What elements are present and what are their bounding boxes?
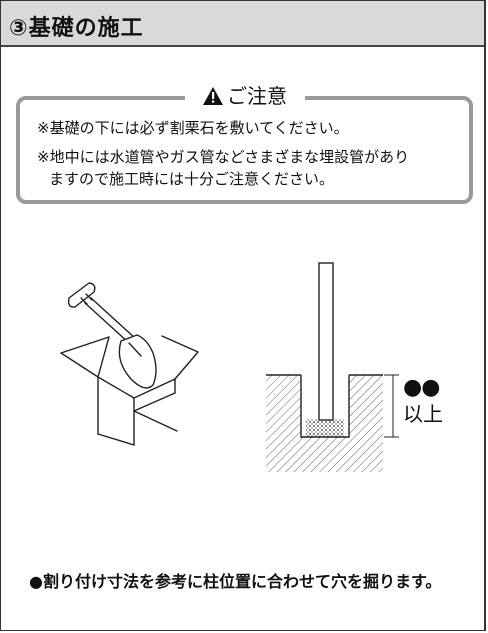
warning-icon: [203, 85, 223, 111]
depth-annotation: ●● 以上: [403, 376, 463, 428]
caution-line-1: ※基礎の下には必ず割栗石を敷いてください。: [37, 119, 349, 137]
post-hole-cross-section: [266, 262, 399, 472]
caution-title-text: ご注意: [227, 84, 287, 108]
shovel-digging-illustration: [60, 282, 199, 446]
depth-value-placeholder: ●●: [403, 375, 440, 400]
caution-line-2: ※地中には水道管やガス管などさまざまな埋設管があり: [37, 148, 410, 166]
caution-heading: ご注意: [185, 83, 305, 109]
depth-suffix: 以上: [403, 402, 443, 426]
instruction-note: ●割り付け寸法を参考に柱位置に合わせて穴を掘ります。: [29, 572, 442, 591]
section-title: ③基礎の施工: [9, 16, 144, 41]
section-header: ③基礎の施工: [1, 1, 484, 47]
caution-line-3: ますので施工時には十分ご注意ください。: [49, 170, 335, 188]
